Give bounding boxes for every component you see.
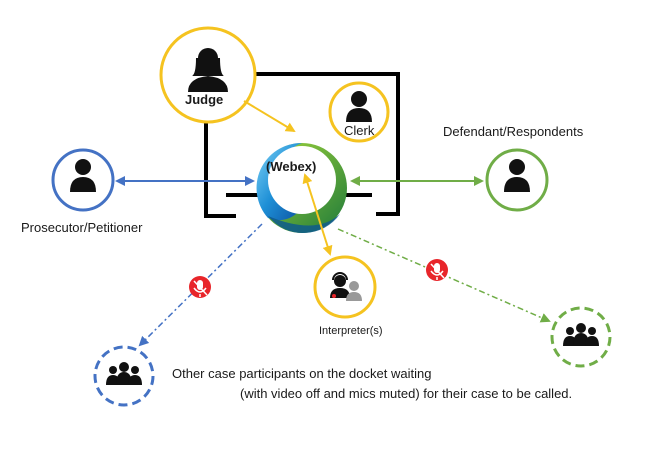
clerk-label: Clerk [344, 123, 375, 138]
webex-label: (Webex) [266, 159, 317, 174]
interpreter-headset-icon [330, 272, 362, 301]
defendant-node [485, 148, 549, 212]
webex-logo [256, 142, 347, 234]
person-female-icon [188, 48, 228, 92]
judge-webex-connector [243, 100, 296, 133]
person-icon [70, 159, 96, 192]
judge-label: Judge [185, 92, 224, 107]
waiting-note-line-2: (with video off and mics muted) for thei… [240, 386, 573, 401]
defendant-label: Defendant/Respondents [443, 124, 584, 139]
waiting-participants-right [550, 306, 612, 368]
interpreter-label: Interpreter(s) [319, 325, 383, 337]
group-icon [106, 362, 142, 385]
interpreter-webex-connector [302, 173, 333, 256]
interpreter-node [313, 255, 377, 319]
prosecutor-node [51, 148, 115, 212]
waiting-participants-left [93, 345, 155, 407]
person-icon [504, 159, 530, 192]
microphone-muted-icon [426, 259, 448, 281]
group-icon [563, 323, 599, 346]
waiting-note-line-1: Other case participants on the docket wa… [172, 366, 432, 381]
prosecutor-label: Prosecutor/Petitioner [21, 220, 143, 235]
clerk-node [328, 81, 390, 143]
microphone-muted-icon [189, 276, 211, 298]
person-icon [346, 91, 372, 122]
judge-node [159, 26, 257, 124]
